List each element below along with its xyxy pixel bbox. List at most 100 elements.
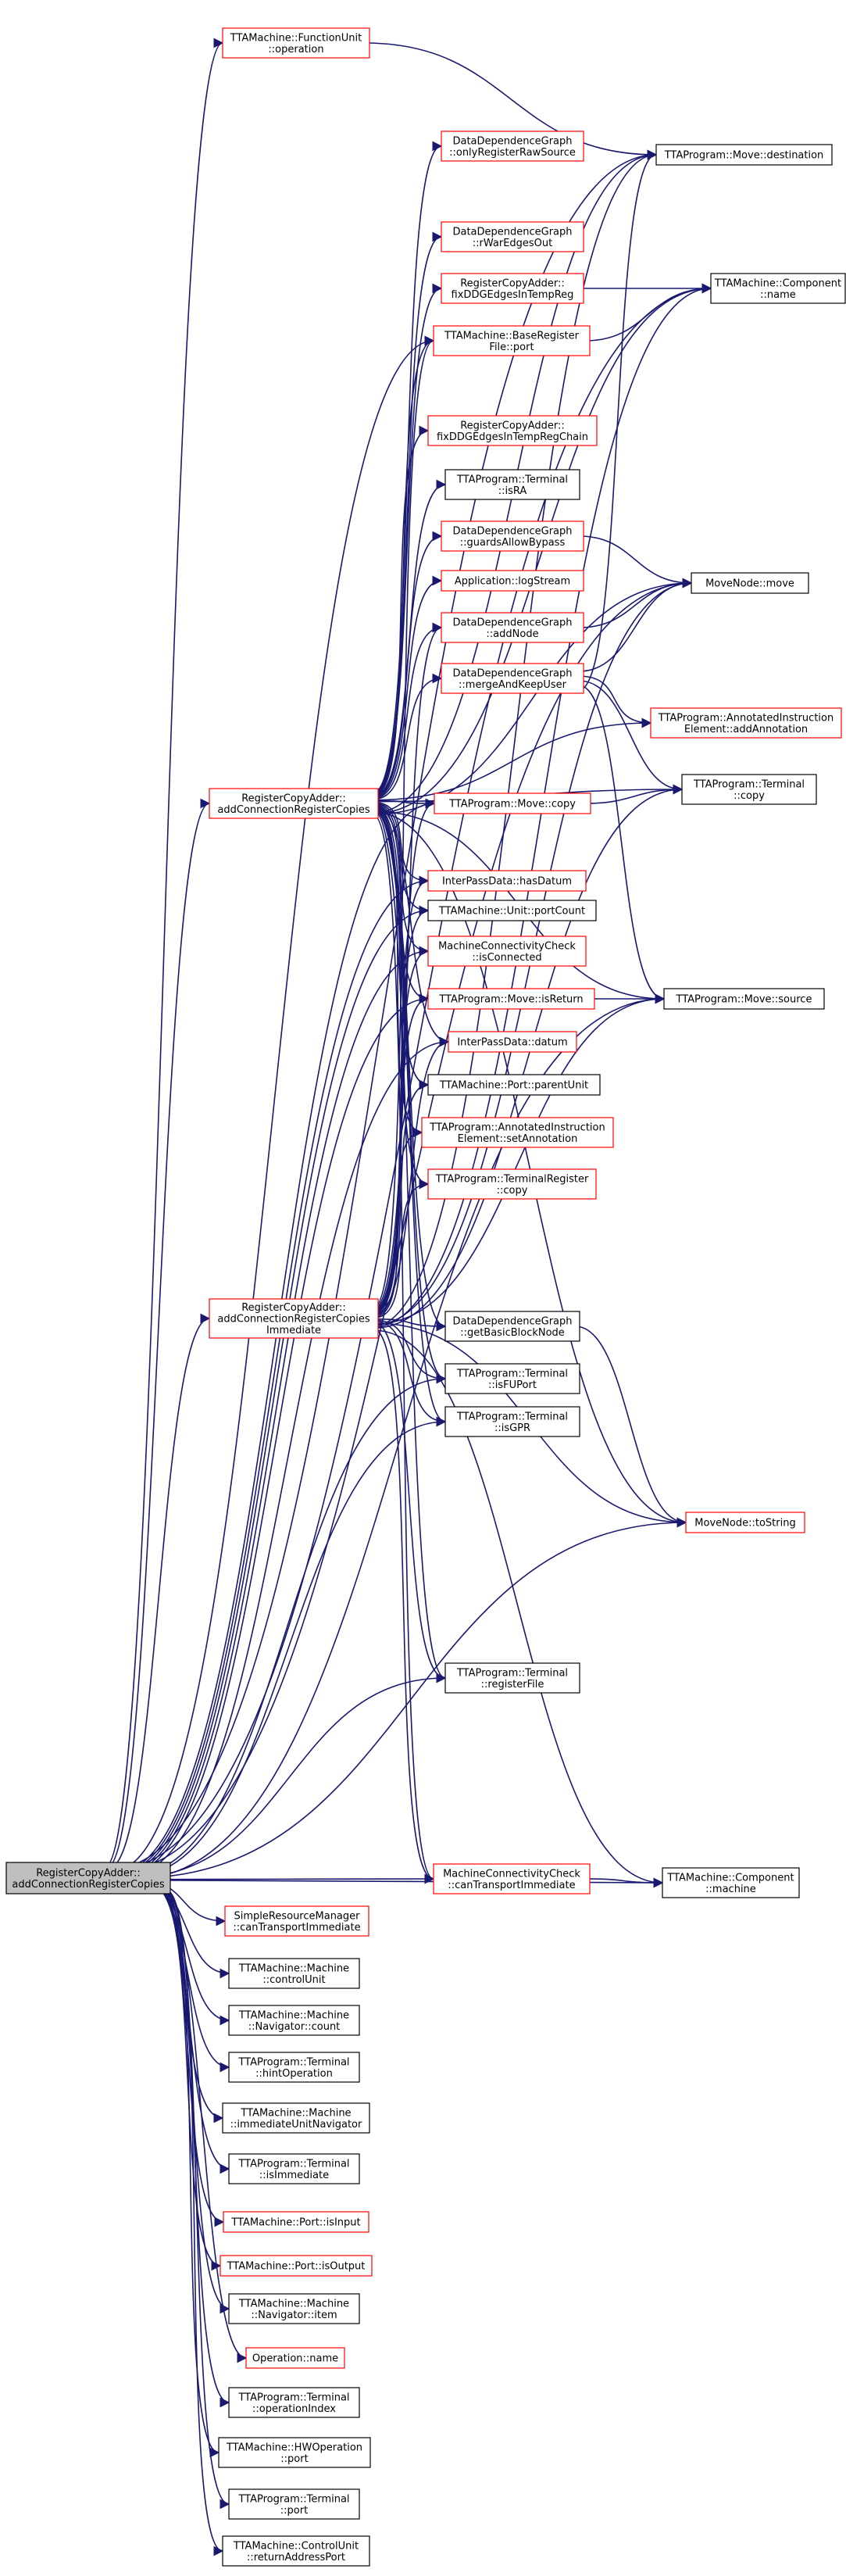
node-label: ::immediateUnitNavigator bbox=[230, 2119, 362, 2131]
graph-node-n-portCount[interactable]: TTAMachine::Unit::portCount bbox=[427, 900, 597, 921]
node-box bbox=[441, 521, 584, 552]
edge-n-acrci-to-n-treg-copy bbox=[373, 1179, 430, 1319]
graph-node-n-logStream[interactable]: Application::logStream bbox=[441, 570, 584, 592]
graph-node-n-move-copy[interactable]: TTAProgram::Move::copy bbox=[434, 792, 591, 814]
graph-node-n-setAnn[interactable]: TTAProgram::AnnotatedInstructionElement:… bbox=[421, 1117, 614, 1148]
node-label: TTAMachine::Machine bbox=[238, 1962, 349, 1974]
graph-node-n-move-dest[interactable]: TTAProgram::Move::destination bbox=[655, 144, 833, 166]
node-label: TTAMachine::Component bbox=[714, 277, 841, 289]
node-label: TTAProgram::Terminal bbox=[456, 1411, 568, 1422]
graph-node-n-srm-canTrans[interactable]: SimpleResourceManager::canTransportImmed… bbox=[224, 1905, 369, 1937]
graph-node-n-toString[interactable]: MoveNode::toString bbox=[685, 1512, 805, 1533]
node-label: RegisterCopyAdder:: bbox=[36, 1867, 141, 1879]
edge-n-acrc-to-n-hasDatum bbox=[373, 801, 430, 886]
node-box bbox=[209, 788, 379, 819]
graph-node-n-opName[interactable]: Operation::name bbox=[245, 2347, 345, 2369]
graph-node-n-fixTemp[interactable]: RegisterCopyAdder::fixDDGEdgesInTempReg bbox=[441, 273, 584, 304]
edge-n-acrci-to-n-setAnn bbox=[373, 1127, 423, 1318]
node-box bbox=[444, 1406, 580, 1437]
graph-node-n-guards[interactable]: DataDependenceGraph::guardsAllowBypass bbox=[441, 521, 584, 552]
node-label: Application::logStream bbox=[455, 576, 570, 588]
graph-node-root: RegisterCopyAdder::addConnectionRegister… bbox=[5, 1862, 171, 1894]
node-label: ::isConnected bbox=[472, 952, 541, 964]
node-label: Element::addAnnotation bbox=[684, 724, 808, 735]
graph-node-n-fu-op[interactable]: TTAMachine::FunctionUnit::operation bbox=[222, 27, 370, 59]
edge-n-acrci-to-n-comp-machine bbox=[373, 1329, 664, 1888]
graph-node-n-navCount[interactable]: TTAMachine::Machine::Navigator::count bbox=[228, 2005, 360, 2036]
edge-n-acrci-to-n-canTransImm bbox=[373, 1328, 435, 1884]
node-label: InterPassData::hasDatum bbox=[442, 876, 572, 888]
graph-node-n-addAnn[interactable]: TTAProgram::AnnotatedInstructionElement:… bbox=[650, 707, 842, 739]
graph-node-n-getBB[interactable]: DataDependenceGraph::getBasicBlockNode bbox=[444, 1311, 580, 1342]
graph-node-n-isInput[interactable]: TTAMachine::Port::isInput bbox=[223, 2211, 369, 2233]
graph-node-n-onlyRaw[interactable]: DataDependenceGraph::onlyRegisterRawSour… bbox=[441, 131, 584, 162]
node-label: TTAMachine::Machine bbox=[238, 2009, 349, 2021]
edge-n-acrci-to-n-move-dest bbox=[373, 149, 658, 1327]
node-box bbox=[663, 988, 825, 1010]
node-box bbox=[441, 273, 584, 304]
graph-node-n-isGPR[interactable]: TTAProgram::Terminal::isGPR bbox=[444, 1406, 580, 1437]
graph-node-n-isConnected[interactable]: MachineConnectivityCheck::isConnected bbox=[427, 936, 587, 967]
graph-node-n-comp-machine[interactable]: TTAMachine::Component::machine bbox=[662, 1867, 800, 1898]
node-label: MoveNode::move bbox=[705, 578, 794, 590]
graph-node-n-treg-copy[interactable]: TTAProgram::TerminalRegister::copy bbox=[427, 1168, 597, 1200]
graph-node-n-isFUPort[interactable]: TTAProgram::Terminal::isFUPort bbox=[444, 1363, 580, 1394]
node-box bbox=[427, 1074, 601, 1096]
graph-node-n-navItem[interactable]: TTAMachine::Machine::Navigator::item bbox=[228, 2293, 360, 2324]
edge-root-to-n-acrc bbox=[106, 798, 211, 1869]
graph-node-n-termPort[interactable]: TTAProgram::Terminal::port bbox=[228, 2488, 360, 2520]
graph-node-n-fixChain[interactable]: RegisterCopyAdder::fixDDGEdgesInTempRegC… bbox=[427, 415, 598, 446]
node-box bbox=[228, 2005, 360, 2036]
graph-node-n-opIndex[interactable]: TTAProgram::Terminal::operationIndex bbox=[228, 2387, 360, 2418]
node-label: TTAProgram::AnnotatedInstruction bbox=[429, 1122, 605, 1133]
graph-node-n-isOutput[interactable]: TTAMachine::Port::isOutput bbox=[220, 2255, 373, 2277]
node-label: SimpleResourceManager bbox=[234, 1910, 361, 1922]
node-box bbox=[245, 2347, 345, 2369]
node-box bbox=[448, 1031, 577, 1053]
node-label: TTAMachine::HWOperation bbox=[226, 2442, 362, 2453]
graph-node-n-immNav[interactable]: TTAMachine::Machine::immediateUnitNaviga… bbox=[222, 2102, 370, 2134]
graph-node-n-isReturn[interactable]: TTAProgram::Move::isReturn bbox=[427, 988, 595, 1010]
edge-root-to-n-move-dest bbox=[110, 149, 658, 1870]
graph-node-n-isImm[interactable]: TTAProgram::Terminal::isImmediate bbox=[228, 2153, 360, 2184]
edge-root-to-n-move-source bbox=[136, 993, 666, 1880]
graph-node-n-hasDatum[interactable]: InterPassData::hasDatum bbox=[427, 870, 587, 892]
edge-root-to-n-retAddr bbox=[165, 1889, 224, 2556]
node-label: TTAProgram::Terminal bbox=[456, 1368, 568, 1379]
graph-node-n-parentUnit[interactable]: TTAMachine::Port::parentUnit bbox=[427, 1074, 601, 1096]
graph-node-n-mn-move[interactable]: MoveNode::move bbox=[691, 572, 809, 594]
edge-n-acrci-to-n-move-source bbox=[373, 993, 666, 1325]
edge-root-to-n-acrci bbox=[108, 1313, 211, 1869]
graph-node-n-hwPort[interactable]: TTAMachine::HWOperation::port bbox=[218, 2437, 371, 2468]
graph-node-n-regFile[interactable]: TTAProgram::Terminal::registerFile bbox=[444, 1662, 580, 1694]
graph-node-n-datum[interactable]: InterPassData::datum bbox=[448, 1031, 577, 1053]
node-label: ::isGPR bbox=[494, 1422, 530, 1434]
edge-n-acrci-to-n-isGPR bbox=[373, 1320, 447, 1427]
graph-node-n-retAddr[interactable]: TTAMachine::ControlUnit::returnAddressPo… bbox=[222, 2535, 370, 2567]
graph-node-n-term-copy[interactable]: TTAProgram::Terminal::copy bbox=[681, 774, 817, 805]
node-label: TTAProgram::AnnotatedInstruction bbox=[658, 712, 834, 724]
graph-node-n-canTransImm[interactable]: MachineConnectivityCheck::canTransportIm… bbox=[433, 1863, 591, 1894]
graph-node-n-acrci[interactable]: RegisterCopyAdder::addConnectionRegister… bbox=[209, 1298, 379, 1339]
edge-n-acrc-to-n-portCount bbox=[373, 802, 430, 916]
node-box bbox=[222, 2535, 370, 2567]
node-box bbox=[444, 1662, 580, 1694]
node-label: ::name bbox=[760, 289, 796, 301]
node-label: TTAMachine::ControlUnit bbox=[233, 2540, 359, 2552]
node-label: ::port bbox=[280, 2453, 308, 2465]
graph-node-n-comp-name[interactable]: TTAMachine::Component::name bbox=[710, 273, 846, 304]
graph-node-n-term-isRA[interactable]: TTAProgram::Terminal::isRA bbox=[444, 469, 580, 500]
node-box bbox=[433, 1863, 591, 1894]
graph-node-n-merge[interactable]: DataDependenceGraph::mergeAndKeepUser bbox=[441, 663, 584, 694]
graph-node-n-move-source[interactable]: TTAProgram::Move::source bbox=[663, 988, 825, 1010]
node-box bbox=[427, 900, 597, 921]
graph-node-n-addNode[interactable]: DataDependenceGraph::addNode bbox=[441, 612, 584, 643]
graph-node-n-controlUnit[interactable]: TTAMachine::Machine::controlUnit bbox=[228, 1958, 360, 1989]
graph-node-n-acrc[interactable]: RegisterCopyAdder::addConnectionRegister… bbox=[209, 788, 379, 819]
edge-root-to-n-regFile bbox=[132, 1673, 447, 1878]
graph-node-n-hintOp[interactable]: TTAProgram::Terminal::hintOperation bbox=[228, 2052, 360, 2083]
node-label: RegisterCopyAdder:: bbox=[241, 1302, 346, 1314]
graph-node-n-rWar[interactable]: DataDependenceGraph::rWarEdgesOut bbox=[441, 221, 584, 252]
